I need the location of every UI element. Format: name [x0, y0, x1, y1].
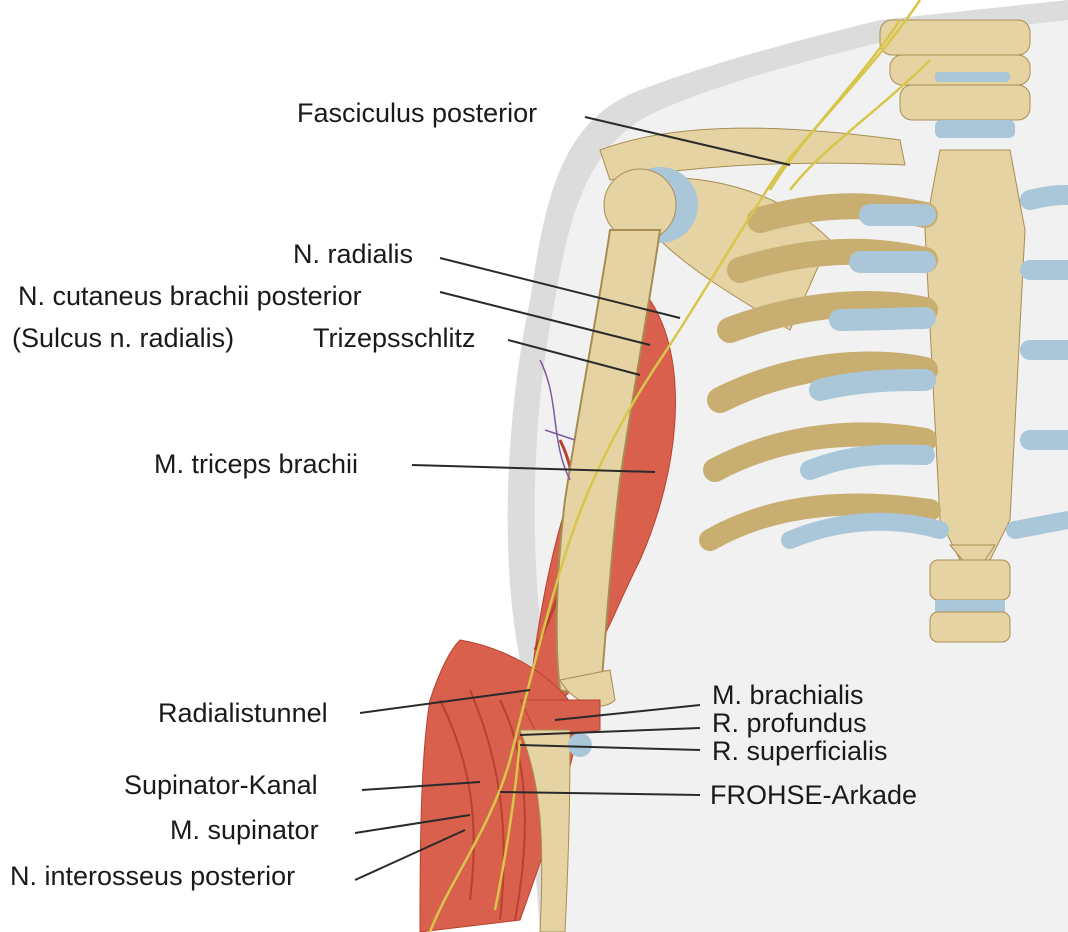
label-r-profundus: R. profundus [712, 710, 867, 737]
label-m-supinator: M. supinator [170, 817, 319, 844]
label-n-radialis: N. radialis [293, 241, 413, 268]
label-sulcus-n-radialis: (Sulcus n. radialis) [12, 325, 234, 352]
label-n-cutaneus-brachii-posterior: N. cutaneus brachii posterior [18, 283, 362, 310]
label-m-triceps-brachii: M. triceps brachii [154, 451, 358, 478]
sternum [925, 150, 1025, 560]
label-n-interosseus-posterior: N. interosseus posterior [10, 863, 295, 890]
label-fasciculus-posterior: Fasciculus posterior [297, 100, 537, 127]
label-trizepsschlitz: Trizepsschlitz [313, 325, 476, 352]
label-radialistunnel: Radialistunnel [158, 700, 328, 727]
lumbar-vertebrae [930, 560, 1010, 642]
label-r-superficialis: R. superficialis [712, 738, 888, 765]
label-supinator-kanal: Supinator-Kanal [124, 772, 318, 799]
label-m-brachialis: M. brachialis [712, 682, 864, 709]
label-frohse-arkade: FROHSE-Arkade [710, 782, 917, 809]
